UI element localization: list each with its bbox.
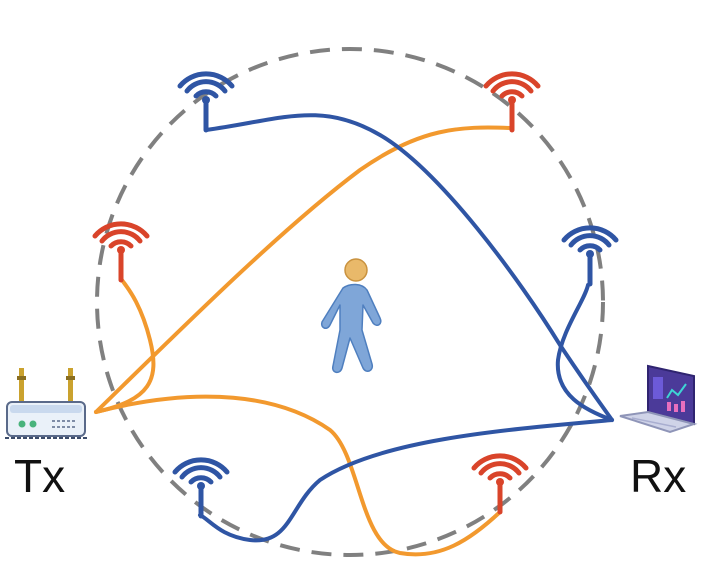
- laptop-icon: [619, 364, 698, 434]
- orange-paths: [94, 125, 512, 557]
- antenna-icon: [172, 457, 230, 519]
- sensing-area-circle: [95, 47, 605, 557]
- rx-label: Rx: [630, 450, 687, 502]
- orange-path-bottom: [94, 394, 502, 557]
- blue-paths: [198, 113, 614, 543]
- blue-path-top-left: [204, 113, 614, 422]
- antenna-icon: [483, 71, 541, 133]
- tx-label: Tx: [14, 450, 66, 502]
- antenna-icon: [561, 225, 619, 287]
- walking-person-icon: [320, 258, 382, 374]
- antenna-icon: [177, 71, 235, 133]
- router-icon: [5, 368, 87, 439]
- blue-path-bottom: [198, 418, 614, 543]
- antenna-icon: [471, 453, 529, 515]
- antenna-icon: [92, 221, 150, 283]
- orange-path-top-right: [94, 125, 512, 414]
- blue-path-right: [555, 283, 614, 422]
- orange-path-left: [94, 278, 156, 414]
